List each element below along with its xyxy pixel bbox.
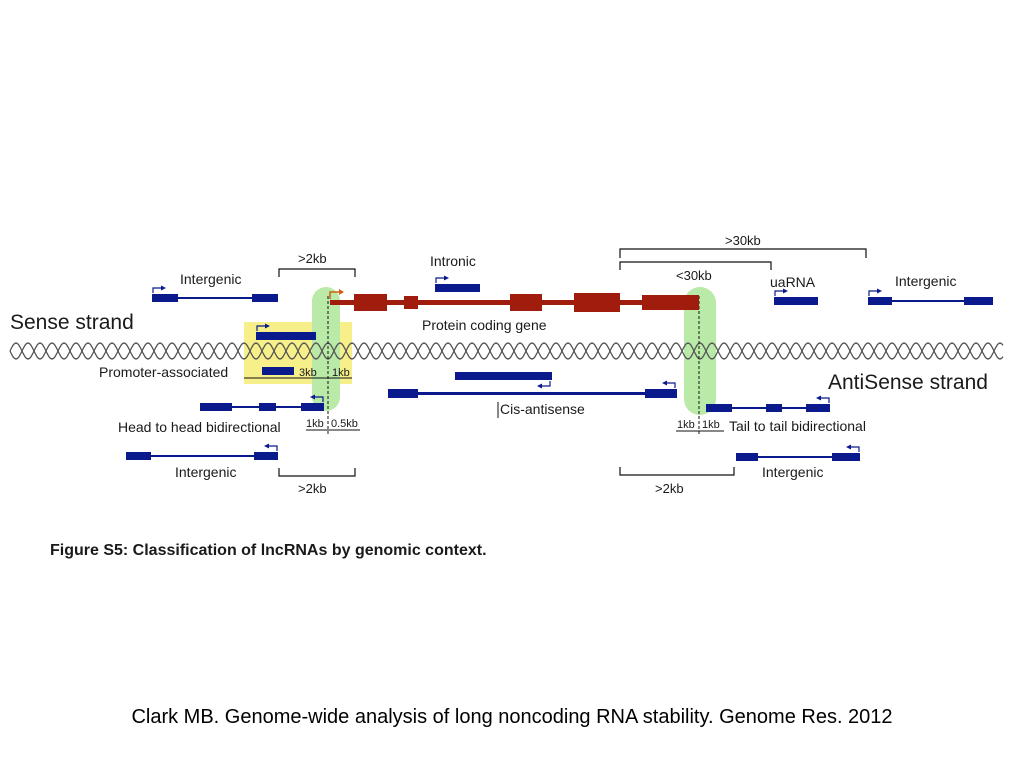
figure-caption: Figure S5: Classification of lncRNAs by … [50,542,487,559]
antisense-strand-label: AntiSense strand [828,371,988,394]
distance-bracket-top-right-inner [619,261,772,270]
intergenic-bottom-right-label: Intergenic [762,464,823,480]
t2t-1kb-left-label: 1kb [677,419,695,431]
cis-antisense-label: Cis-antisense [500,401,585,417]
intronic-label: Intronic [430,253,476,269]
antisense-tss-arrow-icon [313,396,324,402]
tes-boundary-highlight [684,287,716,415]
distance-top-left-label: >2kb [298,251,327,266]
h2h-05kb-label: 0.5kb [331,418,358,430]
intergenic-top-left-label: Intergenic [180,271,241,287]
intergenic-bottom-left-label: Intergenic [175,464,236,480]
antisense-tss-arrow-icon [849,446,860,452]
gene-exon [404,296,418,309]
intronic-lncrna [435,275,480,292]
citation: Clark MB. Genome-wide analysis of long n… [131,706,893,728]
promoter-associated-label: Promoter-associated [99,364,228,380]
gene-exon [354,294,387,311]
antisense-tss-arrow-icon [819,397,830,403]
promoter-1kb-label: 1kb [332,367,350,379]
h2h-1kb-label: 1kb [306,418,324,430]
distance-top-right-inner-label: <30kb [676,268,712,283]
tss-boundary-highlight [312,287,340,411]
distance-bracket-bottom-right [619,467,735,476]
sense-tss-arrow-icon [435,277,446,283]
head-to-head-label: Head to head bidirectional [118,419,281,435]
promoter-3kb-label: 3kb [299,367,317,379]
sense-tss-arrow-icon [868,290,879,296]
antisense-tss-arrow-icon [665,382,676,388]
sense-tss-arrow-icon [152,287,163,293]
gene-tss-arrow-icon [329,291,342,299]
uarna-label: uaRNA [770,274,816,290]
distance-bracket-top-left [278,268,356,277]
antisense-tss-arrow-icon [540,381,551,387]
antisense-tss-arrow-icon [267,445,278,451]
distance-bracket-top-right-outer [619,248,867,258]
protein-coding-gene-label: Protein coding gene [422,317,547,333]
uarna-lncrna [774,288,818,305]
distance-bottom-right-label: >2kb [655,481,684,496]
intergenic-top-left [152,285,278,302]
sense-strand-label: Sense strand [10,311,134,334]
distance-top-right-outer-label: >30kb [725,233,761,248]
protein-coding-gene [329,289,699,312]
sense-tss-arrow-icon [774,290,785,296]
distance-bottom-left-label: >2kb [298,481,327,496]
sense-tss-arrow-icon [256,325,267,331]
gene-exon [574,293,620,312]
t2t-1kb-right-label: 1kb [702,419,720,431]
gene-exon [642,295,699,310]
promoter-associated-lncrna [244,323,352,379]
head-to-head-lncrna [200,394,360,431]
intergenic-bottom-left [126,443,278,460]
gene-exon [510,294,542,311]
cis-antisense-lncrna [388,372,677,418]
intergenic-top-right [868,288,993,305]
intergenic-top-right-label: Intergenic [895,273,956,289]
intergenic-bottom-right [736,444,860,461]
dna-double-helix [9,342,1004,360]
tail-to-tail-lncrna [676,395,830,432]
distance-bracket-bottom-left [278,468,356,477]
tail-to-tail-label: Tail to tail bidirectional [729,418,866,434]
